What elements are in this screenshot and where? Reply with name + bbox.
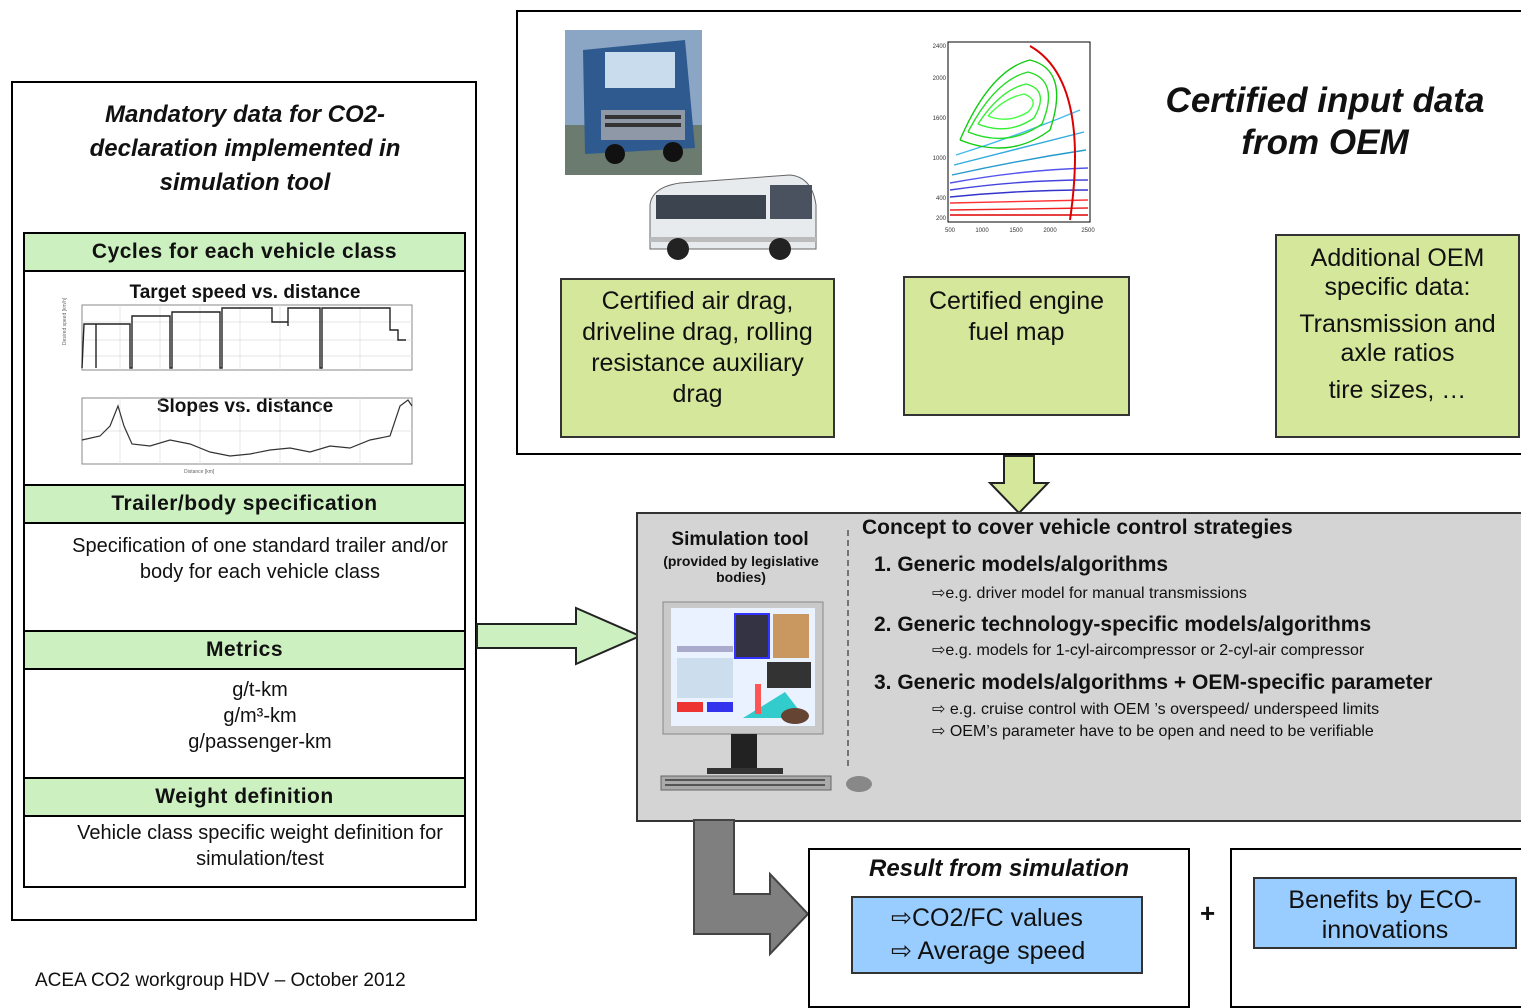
bus-image bbox=[649, 174, 817, 260]
down-arrow-icon bbox=[987, 455, 1051, 515]
concept-title: Concept to cover vehicle control strateg… bbox=[862, 516, 1293, 539]
svg-text:2400: 2400 bbox=[933, 44, 947, 50]
slopes-plot-title: Slopes vs. distance bbox=[156, 396, 334, 417]
certified-air-drag-box: Certified air drag, driveline drag, roll… bbox=[560, 278, 835, 438]
truck-image bbox=[565, 30, 702, 175]
concept-item-1-title: 1. Generic models/algorithms bbox=[874, 553, 1169, 576]
concept-item-3-note-1: ⇨ e.g. cruise control with OEM ’s oversp… bbox=[932, 701, 1380, 718]
target-speed-plot-title: Target speed vs. distance bbox=[129, 282, 361, 303]
svg-text:Desired speed [km/h]: Desired speed [km/h] bbox=[62, 297, 68, 345]
bent-arrow-icon bbox=[693, 819, 810, 957]
svg-text:1500: 1500 bbox=[1009, 228, 1023, 234]
slopes-plot: Distance [km] bbox=[81, 397, 413, 475]
metric-line-3: g/passenger-km bbox=[188, 731, 332, 753]
svg-text:200: 200 bbox=[936, 216, 947, 222]
weight-definition-header: Weight definition bbox=[23, 777, 466, 817]
mandatory-data-title: Mandatory data for CO2-declaration imple… bbox=[89, 101, 401, 196]
simulation-tool-title: Simulation tool bbox=[671, 529, 809, 550]
svg-text:400: 400 bbox=[936, 196, 947, 202]
additional-oem-data-box: Additional OEM specific data: Transmissi… bbox=[1275, 234, 1520, 438]
certified-input-title: Certified input data from OEM bbox=[1165, 81, 1485, 162]
svg-text:1000: 1000 bbox=[975, 228, 989, 234]
result-line-1: ⇨CO2/FC values bbox=[891, 904, 1083, 932]
svg-text:2000: 2000 bbox=[933, 76, 947, 82]
plus-sign: + bbox=[1200, 898, 1216, 928]
concept-item-3-title: 3. Generic models/algorithms + OEM-speci… bbox=[874, 671, 1433, 694]
cycles-header: Cycles for each vehicle class bbox=[23, 232, 466, 272]
certified-engine-fuel-map-box: Certified engine fuel map bbox=[903, 276, 1130, 416]
svg-text:1000: 1000 bbox=[933, 156, 947, 162]
right-arrow-icon bbox=[476, 606, 643, 666]
additional-oem-line-a: Additional OEM specific data: bbox=[1310, 244, 1485, 301]
target-speed-plot: Desired speed [km/h] bbox=[62, 297, 413, 371]
svg-text:2500: 2500 bbox=[1081, 228, 1095, 234]
svg-text:2000: 2000 bbox=[1043, 228, 1057, 234]
weight-definition-text: Vehicle class specific weight definition… bbox=[77, 822, 443, 870]
metrics-header: Metrics bbox=[23, 630, 466, 670]
svg-text:Distance [km]: Distance [km] bbox=[184, 469, 215, 475]
result-values-box: ⇨CO2/FC values ⇨ Average speed bbox=[851, 896, 1143, 974]
simulation-tool-subtitle: (provided by legislative bodies) bbox=[663, 553, 819, 585]
result-line-2: ⇨ Average speed bbox=[891, 937, 1086, 965]
concept-item-3-note-2: ⇨ OEM’s parameter have to be open and ne… bbox=[932, 723, 1374, 740]
engine-fuel-map-image: 2400 2000 1600 1000 400 200 500 1000 1500 2000 2… bbox=[933, 41, 1095, 234]
concept-item-1-note: ⇨e.g. driver model for manual transmissi… bbox=[932, 585, 1247, 602]
result-title: Result from simulation bbox=[868, 855, 1130, 882]
metric-line-1: g/t-km bbox=[232, 679, 288, 701]
footer-text: ACEA CO2 workgroup HDV – October 2012 bbox=[35, 970, 406, 991]
concept-item-2-note: ⇨e.g. models for 1-cyl-aircompressor or … bbox=[932, 642, 1365, 659]
svg-text:1600: 1600 bbox=[933, 116, 947, 122]
dashed-separator bbox=[847, 530, 849, 770]
metric-line-2: g/m³-km bbox=[223, 705, 297, 727]
eco-innovations-box: Benefits by ECO-innovations bbox=[1253, 877, 1517, 949]
svg-text:500: 500 bbox=[945, 228, 956, 234]
additional-oem-line-c: tire sizes, … bbox=[1328, 376, 1467, 404]
trailer-body-header: Trailer/body specification bbox=[23, 484, 466, 524]
additional-oem-line-b: Transmission and axle ratios bbox=[1299, 310, 1496, 367]
computer-image bbox=[660, 601, 872, 792]
concept-item-2-title: 2. Generic technology-specific models/al… bbox=[874, 613, 1372, 636]
trailer-body-text: Specification of one standard trailer an… bbox=[72, 535, 448, 583]
